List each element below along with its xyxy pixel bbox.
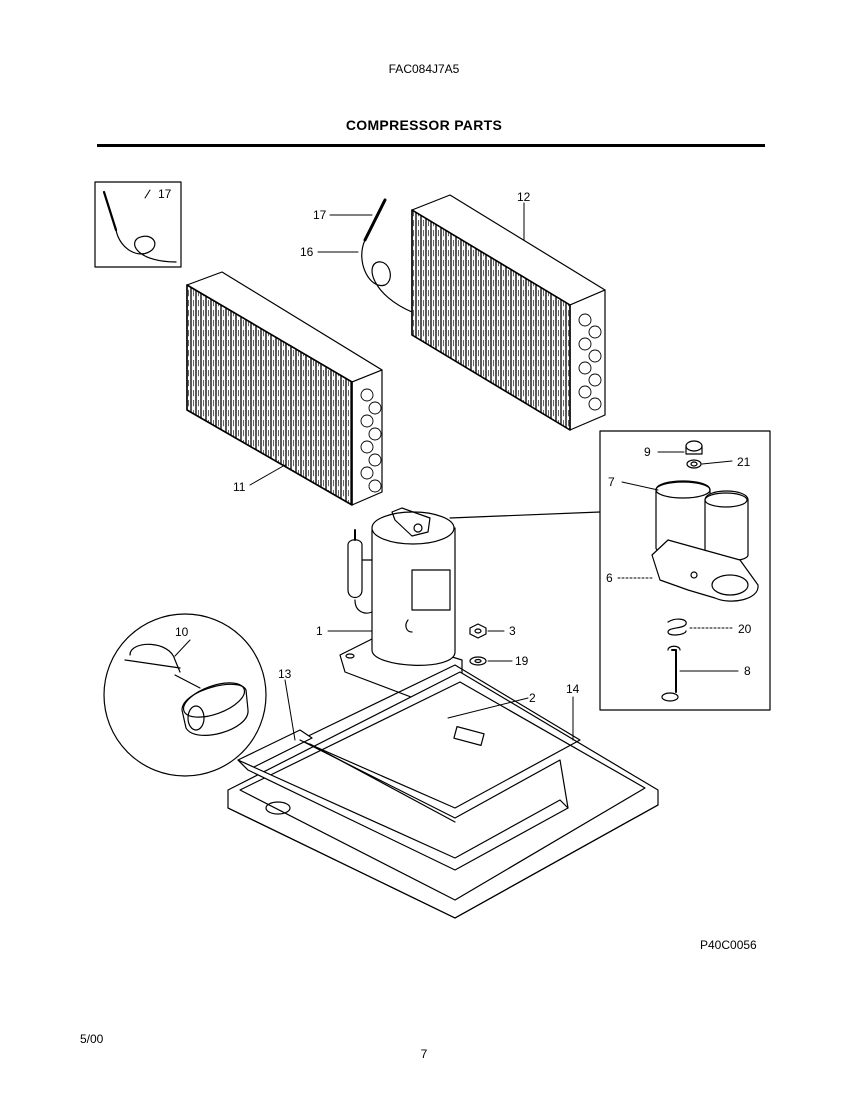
- page-number: 7: [420, 1047, 428, 1061]
- callout-10: 10: [175, 625, 189, 639]
- evaporator-coil: [186, 271, 383, 506]
- inset-overload-protector: [449, 430, 771, 711]
- hardware-nut-and-washer: [469, 623, 487, 666]
- inset-drain-plug: [103, 613, 267, 777]
- callout-1: 1: [316, 624, 323, 638]
- capillary-tube-assembly: [361, 198, 413, 313]
- callout-14: 14: [566, 682, 580, 696]
- callout-2: 2: [529, 691, 536, 705]
- callout-20: 20: [738, 622, 752, 636]
- callout-17-inset: 17: [158, 187, 172, 201]
- base-pan: [227, 664, 659, 919]
- leader-lines: [144, 189, 739, 741]
- callout-7: 7: [608, 475, 615, 489]
- callout-3: 3: [509, 624, 516, 638]
- callout-19: 19: [515, 654, 529, 668]
- callout-9: 9: [644, 445, 651, 459]
- section-title: COMPRESSOR PARTS: [345, 117, 503, 133]
- callout-21: 21: [737, 455, 751, 469]
- callout-12: 12: [517, 190, 531, 204]
- condenser-coil: [411, 194, 606, 431]
- callout-6: 6: [606, 571, 613, 585]
- inset-capillary-tube: [94, 181, 182, 268]
- callout-16: 16: [300, 245, 314, 259]
- callout-17: 17: [313, 208, 327, 222]
- callout-13: 13: [278, 667, 292, 681]
- diagram-code: P40C0056: [700, 938, 757, 952]
- compressor: [339, 507, 463, 709]
- model-number: FAC084J7A5: [388, 62, 460, 76]
- title-rule: [97, 144, 765, 147]
- callout-11: 11: [233, 480, 246, 494]
- revision-date: 5/00: [80, 1032, 104, 1046]
- callout-8: 8: [744, 664, 751, 678]
